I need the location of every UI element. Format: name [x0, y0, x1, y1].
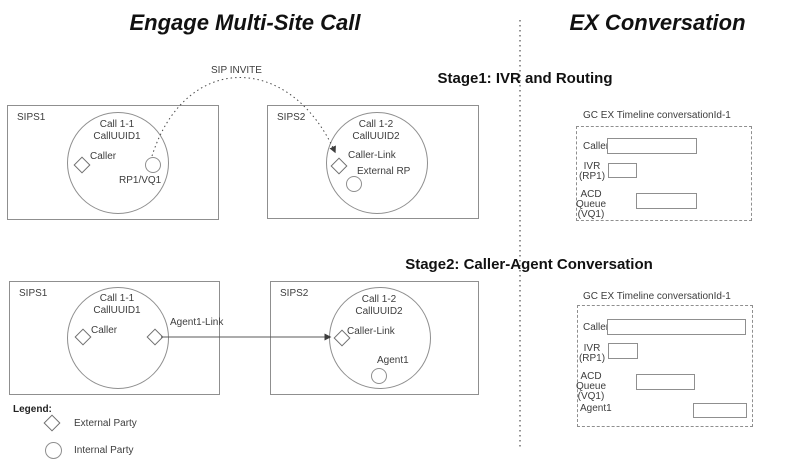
stage1-sips2-external-rp-label: External RP — [357, 166, 411, 177]
stage2-sips2-call-uuid: CallUUID2 — [355, 306, 403, 317]
stage1-sips2-box — [267, 105, 479, 219]
legend-internal-party-icon — [45, 442, 62, 459]
stage2-sips1-box — [9, 281, 220, 395]
stage1-timeline-ivr-bar — [608, 163, 637, 178]
stage2-sips2-agent1-label: Agent1 — [377, 355, 409, 366]
stage1-timeline-ivr-label: IVR (RP1) — [578, 161, 606, 182]
stage1-timeline-acd-label: ACD Queue (VQ1) — [575, 189, 607, 220]
stage1-sips1-call-text: Call 1-1 CallUUID1 — [67, 119, 167, 143]
stage1-sips1-call-circle — [67, 112, 169, 214]
stage1-sips1-caller-label: Caller — [90, 151, 117, 162]
stage2-timeline-agent1-label: Agent1 — [580, 403, 612, 414]
stage1-sips1-box — [7, 105, 219, 220]
stage2-sips2-call-id: Call 1-2 — [361, 294, 397, 305]
stage1-timeline-acd-bar — [636, 193, 697, 209]
stage2-sips2-call-text: Call 1-2 CallUUID2 — [329, 294, 429, 318]
stage2-heading: Stage2: Caller-Agent Conversation — [405, 256, 653, 273]
left-column-title: Engage Multi-Site Call — [129, 10, 361, 35]
stage1-sips2-call-circle — [326, 112, 428, 214]
stage1-sips1-label: SIPS1 — [17, 112, 46, 123]
stage2-sips1-agent1-link-label: Agent1-Link — [170, 317, 224, 328]
right-column-title: EX Conversation — [569, 10, 746, 35]
stage2-timeline-title: GC EX Timeline conversationId-1 — [583, 291, 731, 302]
stage1-sips2-external-rp-circle — [346, 176, 362, 192]
stage2-timeline-acd-bar — [636, 374, 695, 390]
stage2-timeline-caller-bar — [607, 319, 746, 335]
stage1-sips1-call-id: Call 1-1 — [99, 119, 135, 130]
stage1-sips2-call-text: Call 1-2 CallUUID2 — [326, 119, 426, 143]
stage2-timeline-box — [577, 305, 753, 427]
stage1-timeline-title: GC EX Timeline conversationId-1 — [583, 110, 731, 121]
stage1-sips2-label: SIPS2 — [277, 112, 306, 123]
stage2-timeline-ivr-bar — [608, 343, 638, 359]
legend-title: Legend: — [13, 404, 52, 415]
stage1-timeline-box — [576, 126, 752, 221]
stage2-sips2-box — [270, 281, 479, 395]
stage2-sips1-call-text: Call 1-1 CallUUID1 — [67, 293, 167, 317]
legend-external-party-label: External Party — [74, 418, 137, 429]
stage2-sips2-label: SIPS2 — [280, 288, 309, 299]
stage1-sips2-call-uuid: CallUUID2 — [352, 131, 400, 142]
stage2-sips2-agent1-circle — [371, 368, 387, 384]
stage2-sips1-call-id: Call 1-1 — [99, 293, 135, 304]
stage2-timeline-caller-label: Caller — [583, 322, 610, 333]
stage1-heading: Stage1: IVR and Routing — [437, 70, 613, 87]
stage2-timeline-agent1-bar — [693, 403, 747, 418]
stage1-sips1-call-uuid: CallUUID1 — [93, 131, 141, 142]
legend-internal-party-label: Internal Party — [74, 445, 134, 456]
stage1-sips1-rp-label: RP1/VQ1 — [119, 175, 162, 186]
stage2-sips1-call-uuid: CallUUID1 — [93, 305, 141, 316]
stage1-sips2-call-id: Call 1-2 — [358, 119, 394, 130]
stage2-sips1-caller-label: Caller — [91, 325, 118, 336]
stage2-sips1-label: SIPS1 — [19, 288, 48, 299]
stage1-timeline-caller-bar — [607, 138, 697, 154]
stage1-sips2-caller-link-label: Caller-Link — [348, 150, 396, 161]
stage2-sips2-caller-link-label: Caller-Link — [347, 326, 395, 337]
stage2-timeline-ivr-label: IVR (RP1) — [578, 343, 606, 364]
stage1-sips1-rp-circle — [145, 157, 161, 173]
sip-invite-label: SIP INVITE — [211, 65, 262, 76]
legend-external-party-icon — [43, 414, 61, 432]
stage1-timeline-caller-label: Caller — [583, 141, 610, 152]
stage2-sips1-call-circle — [67, 287, 169, 389]
stage2-timeline-acd-label: ACD Queue (VQ1) — [575, 371, 607, 402]
